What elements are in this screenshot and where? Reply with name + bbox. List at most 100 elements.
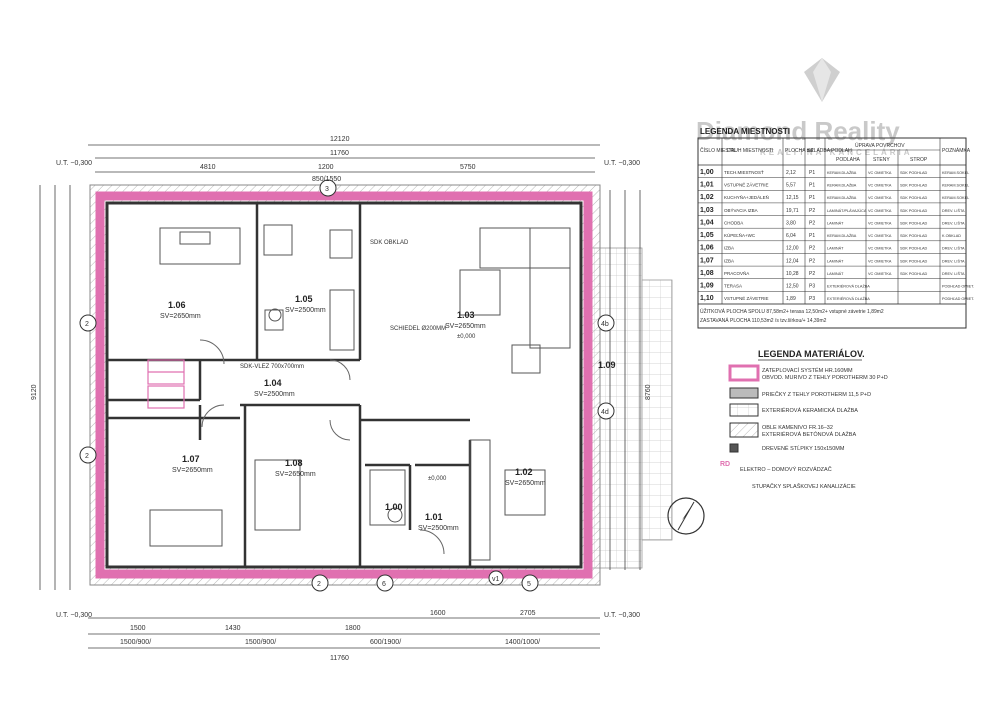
room-sv: SV=2500mm [418,525,459,532]
legend-cell-name: PRACOVŇA [724,270,749,276]
mat-2: PRIEČKY Z TEHLY POROTHERM 11,5 P+D [762,391,871,398]
legend-footer-2: ZASTAVANÁ PLOCHA 110,53m2 /s tzv.šírkou/… [700,317,827,324]
legend-cell-floor: LAMINÁT [827,221,844,225]
room-sv: SV=2650mm [275,471,316,478]
legend-cell-skl: P2 [809,271,815,277]
dim-top-total: 12120 [330,136,350,143]
dim-bottom-5: 2705 [520,610,536,617]
legend-cell-ceil: SDK PODHLAD [900,196,927,200]
dim-bottom-2: 1430 [225,625,241,632]
legend-cell-no: 1,08 [700,270,714,277]
dim-top-right: 5750 [460,164,476,171]
subhdr-floor: PODLAHA [836,157,861,163]
legend-cell-floor: LAMINÁT [827,247,844,251]
dim-left-total: 9120 [31,384,38,400]
dim-bottom-7: 1500/900/ [245,639,276,646]
legend-cell-name: CHODBA [724,220,743,225]
legend-cell-area: 12,50 [786,284,799,290]
legend-cell-name: KUCHYŇA+JEDÁLEŇ [724,194,769,200]
room-label: 1.08 [285,458,303,468]
legend-cell-note: KERAM.SOKEL [942,196,969,200]
legend-cell-area: 10,28 [786,271,799,277]
legend-cell-area: 1,89 [786,296,796,302]
watermark-sub: REALITNÁ KANCELÁRIA [760,148,913,157]
legend-cell-area: 5,57 [786,182,796,188]
note-zero-level-2: ±0,000 [428,476,447,482]
terrace-tiles-edge [641,279,673,541]
legend-cell-floor: LAMINÁT [827,272,844,276]
hdr-surfaces: ÚPRAVA POVRCHOV [855,142,905,149]
swatch-ext-tile [729,403,759,417]
svg-text:2: 2 [317,581,321,588]
legend-cell-ceil: SDK PODHLAD [900,272,927,276]
room-sv: SV=2650mm [172,467,213,474]
legend-cell-area: 19,71 [786,208,799,214]
legend-cell-walls: VC OMIETKA [868,272,892,276]
legend-cell-no: 1,06 [700,245,714,252]
legend-cell-skl: P1 [809,195,815,201]
legend-cell-walls: VC OMIETKA [868,234,892,238]
stupacky-text: STUPAČKY SPLAŠKOVEJ KANALIZÁCIE [752,483,856,490]
room-sv: SV=2500mm [254,391,295,398]
room-label: 1.06 [168,300,186,310]
room-label: 1.03 [457,310,475,320]
hdr-note: POZNÁMKA [942,147,971,154]
legend-cell-name: VSTUPNÉ ZÁVETRIE [724,295,769,301]
legend-cell-no: 1,10 [700,295,714,302]
svg-text:v1: v1 [492,576,500,583]
legend-cell-note: DREV. LIŠTA [942,246,965,251]
built-in-closets [147,359,185,409]
note-schiedel: SCHIEDEL Ø200MM [390,326,446,332]
room-label: 1.04 [264,378,282,388]
note-zero-level: ±0,000 [457,334,476,340]
legend-cell-note: KERAM.SOKEL [942,171,969,175]
legend-cell-walls: VC OMIETKA [868,209,892,213]
legend-cell-name: TECH.MIESTNOSŤ [724,168,764,175]
grid-axis-markers [79,179,615,592]
note-sdk-obklad: SDK OBKLAD [370,240,409,246]
hdr-skl: SKLADBA PODLAH [807,148,852,154]
dim-top-left: 4810 [200,164,216,171]
legend-cell-ceil: SDK PODHLAD [900,259,927,263]
legend-cell-ceil: SDK PODHLAD [900,209,927,213]
insulation-ring [95,191,593,579]
legend-cell-ceil: SDK PODHLAD [900,247,927,251]
legend-cell-note: DREV. LIŠTA [942,208,965,213]
swatch-gravel [729,422,759,438]
hdr-no: ČÍSLO MIESTN. [700,147,737,154]
legend-cell-note: PODHĽAD OMIET. [942,297,974,301]
dim-top-mid: 1200 [318,164,334,171]
legend-cell-ceil: SDK PODHLAD [900,171,927,175]
legend-cell-area: 6,04 [786,233,796,239]
room-label: 1.07 [182,454,200,464]
dim-bottom-9: 1400/1000/ [505,639,540,646]
legend-footer-1: ÚŽITKOVÁ PLOCHA SPOLU 87,58m2+ terasa 12… [700,307,884,315]
ut-bottom-left: U.T. −0,300 [56,612,92,619]
dim-top-window: 850/1550 [312,176,341,183]
dim-top-inner: 11760 [330,150,349,157]
rd-text: ELEKTRO – DOMOVÝ ROZVÁDZAČ [740,466,832,473]
legend-cell-name: IZBA [724,246,734,251]
svg-text:5: 5 [527,581,531,588]
subhdr-ceil: STROP [910,157,928,163]
legend-cell-name: TERASA [724,284,742,289]
room-label: 1.09 [598,360,616,370]
svg-text:4d: 4d [601,409,609,416]
legend-cell-note: KERAM.SOKEL [942,183,969,187]
dim-bottom-6: 1500/900/ [120,639,151,646]
ut-right: U.T. −0,300 [604,160,640,167]
room-legend-table: LEGENDA MIESTNOSTI ČÍSLO MIESTN. DRUH MI… [697,127,974,329]
legend-cell-name: IZBA [724,258,734,263]
dimension-lines [39,144,641,649]
legend-cell-note: DREV. LIŠTA [942,271,965,276]
svg-text:4b: 4b [601,321,609,328]
ut-bottom-right: U.T. −0,300 [604,612,640,619]
legend-cell-note: DREV. LIŠTA [942,220,965,225]
mat-3: EXTERIÉROVÁ KERAMICKÁ DLAŽBA [762,406,858,414]
room-sv: SV=2650mm [445,323,486,330]
room-legend-title: LEGENDA MIESTNOSTI [700,127,790,136]
legend-cell-floor: LAMINÁT [827,259,844,263]
legend-cell-no: 1,05 [700,232,714,239]
legend-cell-floor: EXTERIÉROVÁ DLAŽBA [827,284,870,289]
